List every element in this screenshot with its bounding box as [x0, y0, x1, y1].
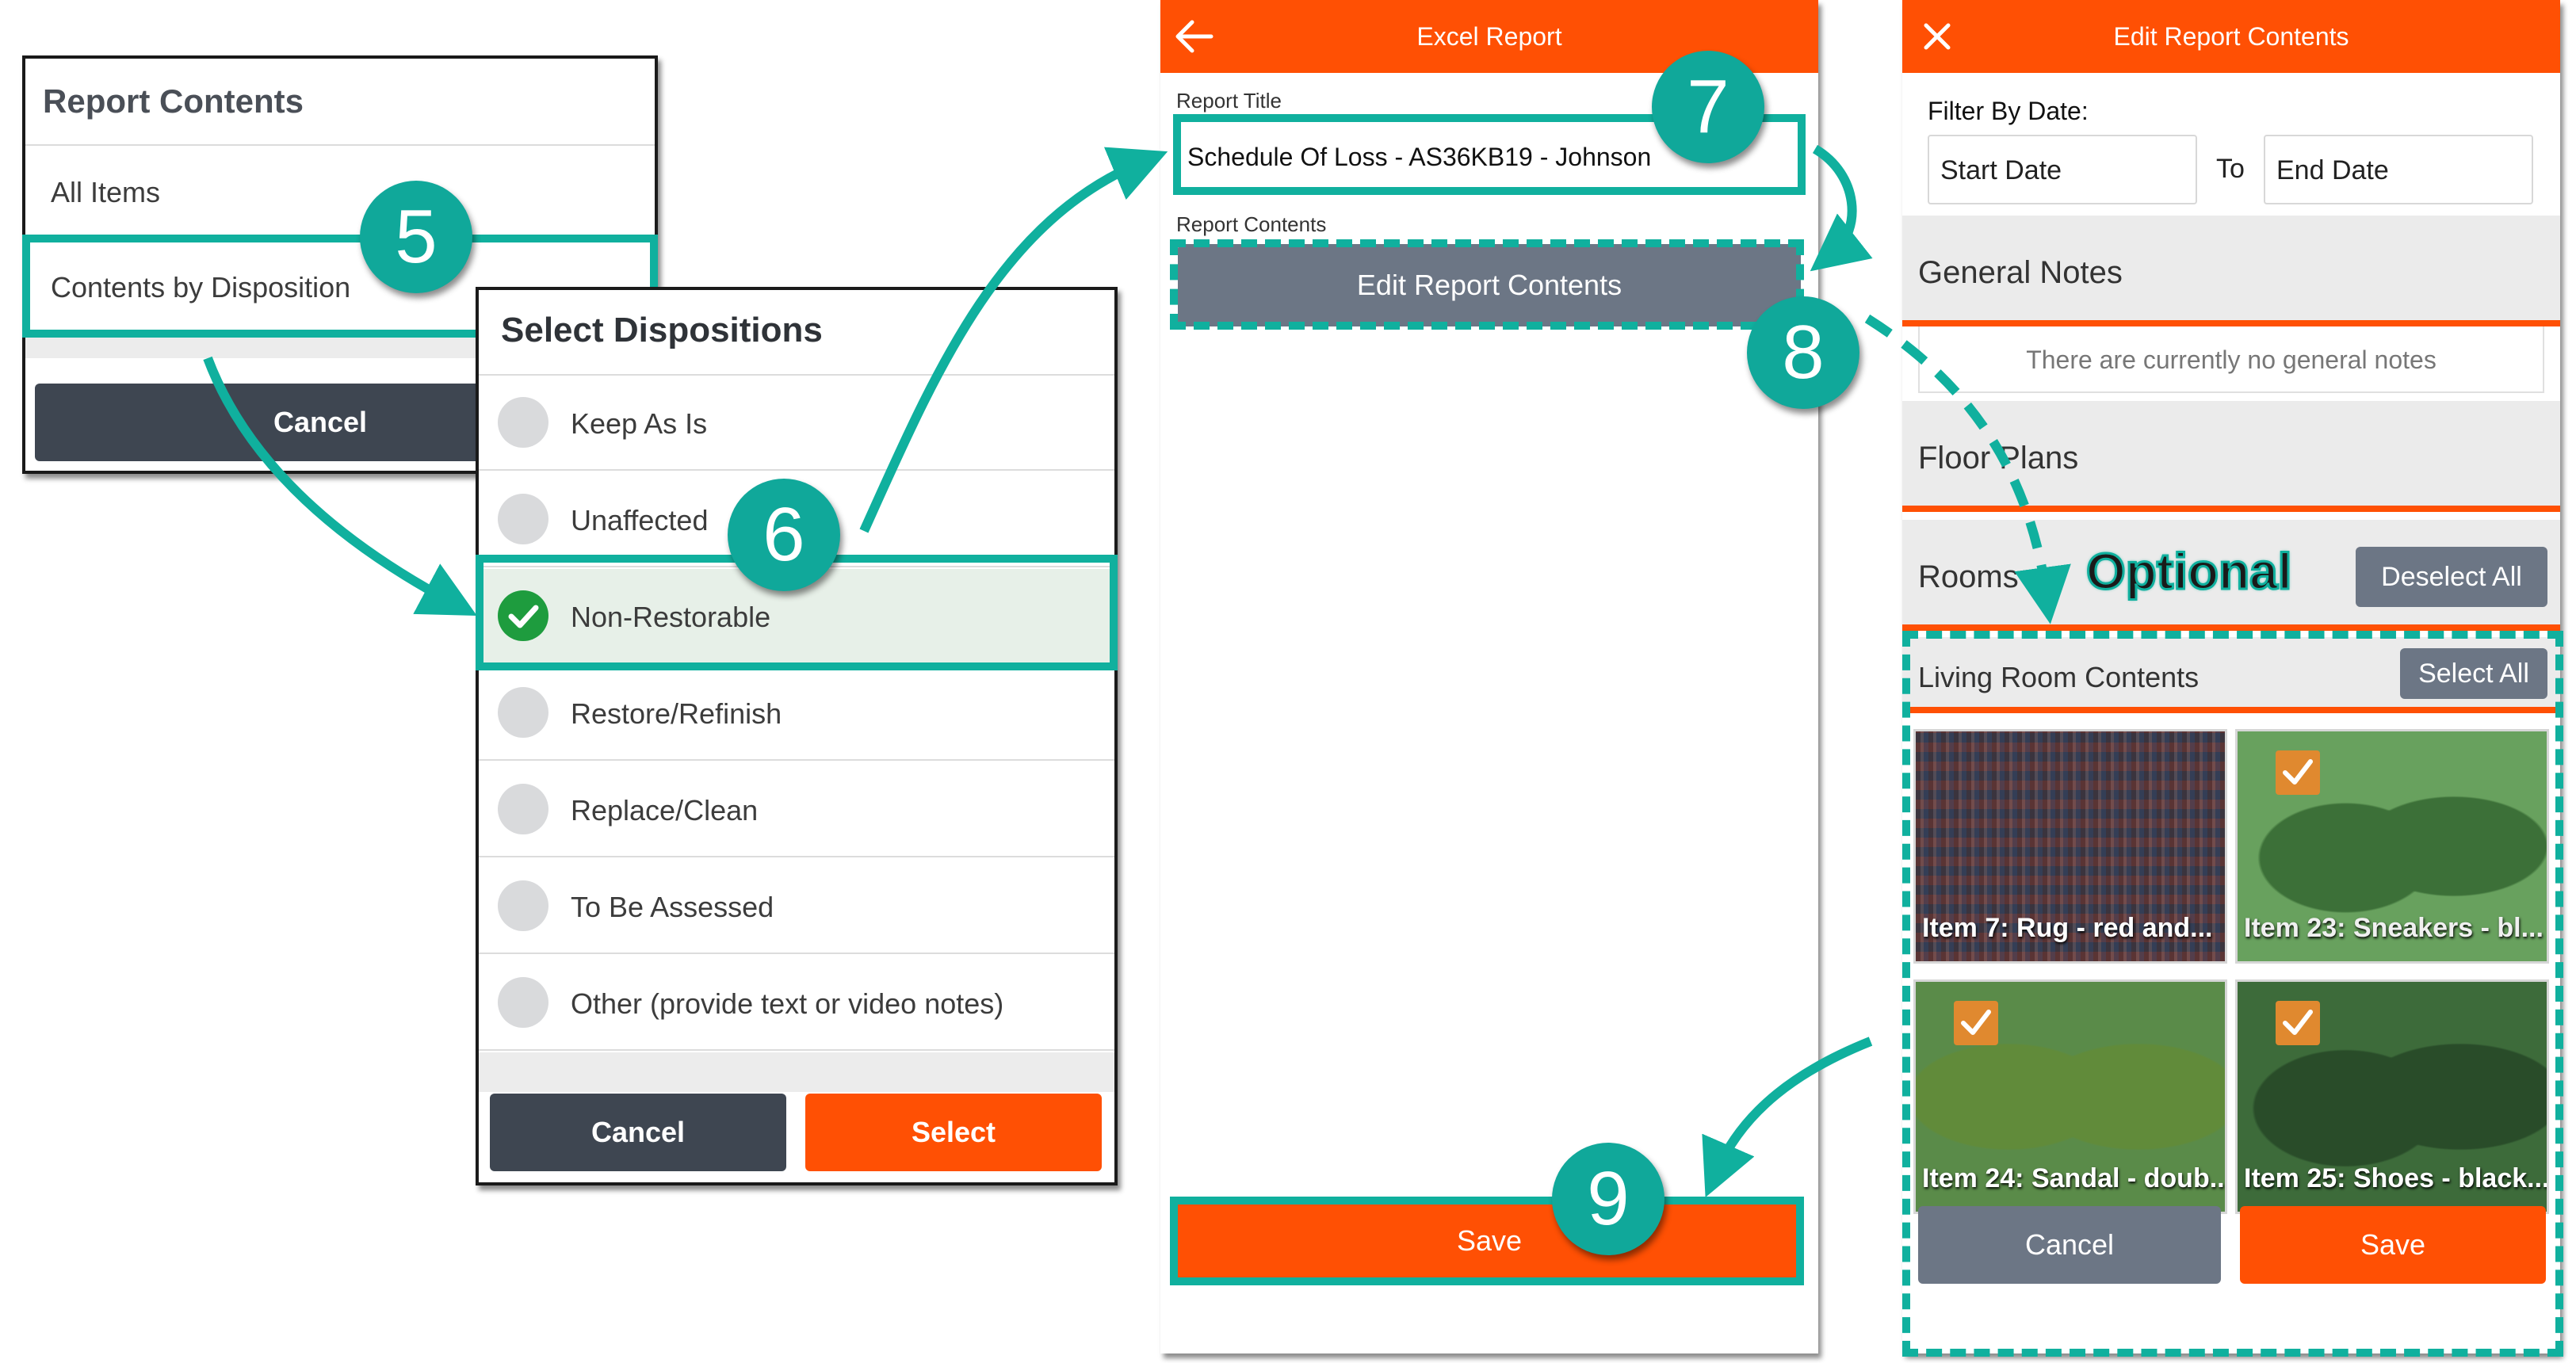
option-label: Restore/Refinish: [571, 697, 782, 730]
disposition-option[interactable]: Keep As Is: [479, 376, 1114, 471]
option-label: Contents by Disposition: [51, 271, 351, 304]
item-caption: Item 23: Sneakers - bl...: [2244, 913, 2544, 943]
item-caption: Item 24: Sandal - doub...: [1922, 1163, 2227, 1193]
radio-icon: [498, 397, 548, 448]
to-label: To: [2216, 154, 2245, 184]
highlight-save: [1170, 1197, 1804, 1285]
floor-plans-section[interactable]: Floor Plans: [1902, 401, 2560, 512]
rooms-section: Rooms Optional Deselect All: [1902, 520, 2560, 631]
item-tile-selected[interactable]: Item 24: Sandal - doub...: [1913, 979, 2227, 1214]
arrow-7-to-8: [1810, 144, 1873, 272]
report-title-value: Schedule Of Loss - AS36KB19 - Johnson: [1187, 143, 1652, 171]
step-6-badge: 6: [728, 479, 840, 591]
section-title: Floor Plans: [1918, 441, 2079, 475]
step-7-badge: 7: [1652, 51, 1764, 163]
cancel-button[interactable]: Cancel: [490, 1094, 786, 1171]
disposition-option[interactable]: Replace/Clean: [479, 762, 1114, 857]
option-all-items[interactable]: All Items: [25, 146, 655, 239]
option-label: Keep As Is: [571, 407, 708, 440]
end-date-input[interactable]: End Date: [2264, 135, 2533, 204]
disposition-option-selected[interactable]: Non-Restorable: [479, 569, 1114, 664]
section-title: General Notes: [1918, 255, 2123, 290]
item-tile-selected[interactable]: Item 25: Shoes - black...: [2235, 979, 2549, 1214]
living-room-section: Living Room Contents Select All: [1902, 637, 2560, 713]
step-5-badge: 5: [360, 181, 472, 293]
report-contents-label: Report Contents: [1176, 212, 1327, 236]
save-button[interactable]: Save: [2240, 1206, 2546, 1284]
report-title-input[interactable]: Schedule Of Loss - AS36KB19 - Johnson: [1179, 119, 1798, 190]
option-contents-by-disposition[interactable]: Contents by Disposition: [25, 241, 655, 334]
app-header: Edit Report Contents: [1902, 0, 2560, 73]
start-date-input[interactable]: Start Date: [1928, 135, 2197, 204]
radio-icon: [498, 687, 548, 738]
edit-report-contents-button[interactable]: Edit Report Contents: [1178, 244, 1801, 326]
radio-icon: [498, 784, 548, 834]
excel-report-screen: Excel Report Report Title Schedule Of Lo…: [1160, 0, 1818, 1353]
general-notes-section[interactable]: General Notes: [1902, 216, 2560, 326]
checkbox-checked-icon[interactable]: [2276, 750, 2320, 795]
radio-icon: [498, 494, 548, 544]
option-label: Replace/Clean: [571, 794, 759, 827]
filter-label: Filter By Date:: [1928, 97, 2089, 125]
radio-icon: [498, 977, 548, 1028]
disposition-option[interactable]: Other (provide text or video notes): [479, 956, 1114, 1051]
check-circle-icon: [498, 590, 548, 641]
option-label: Unaffected: [571, 504, 709, 536]
cancel-button[interactable]: Cancel: [1918, 1206, 2221, 1284]
select-dispositions-dialog: Select Dispositions Keep As Is Unaffecte…: [476, 287, 1118, 1185]
empty-state-text: There are currently no general notes: [2026, 346, 2436, 374]
dialog-title: Select Dispositions: [501, 311, 823, 349]
edit-report-contents-screen: Edit Report Contents Filter By Date: Sta…: [1902, 0, 2560, 1353]
step-8-badge: 8: [1747, 296, 1859, 409]
report-title-label: Report Title: [1176, 89, 1282, 113]
close-icon[interactable]: [1921, 21, 1953, 52]
radio-icon: [498, 880, 548, 931]
select-button[interactable]: Select: [805, 1094, 1102, 1171]
back-arrow-icon[interactable]: [1171, 16, 1216, 57]
option-label: Non-Restorable: [571, 601, 771, 633]
option-label: All Items: [51, 176, 161, 208]
header-title: Edit Report Contents: [2113, 22, 2349, 51]
section-title: Living Room Contents: [1918, 661, 2200, 693]
disposition-option[interactable]: Restore/Refinish: [479, 666, 1114, 761]
option-label: Other (provide text or video notes): [571, 987, 1004, 1020]
checkbox-checked-icon[interactable]: [1954, 1001, 1998, 1045]
header-title: Excel Report: [1416, 22, 1562, 51]
optional-annotation: Optional: [2085, 542, 2294, 601]
highlight-contents-by-disposition: [22, 235, 658, 338]
step-9-badge: 9: [1552, 1143, 1664, 1255]
item-tile[interactable]: Item 7: Rug - red and...: [1913, 729, 2227, 964]
save-button[interactable]: Save: [1178, 1201, 1801, 1281]
option-label: To Be Assessed: [571, 891, 774, 923]
highlight-edit-report-contents: [1170, 239, 1804, 330]
item-tile-selected[interactable]: Item 23: Sneakers - bl...: [2235, 729, 2549, 964]
deselect-all-button[interactable]: Deselect All: [2356, 547, 2547, 607]
disposition-option[interactable]: To Be Assessed: [479, 859, 1114, 954]
highlight-report-title: [1173, 114, 1806, 195]
item-caption: Item 25: Shoes - black...: [2244, 1163, 2549, 1193]
item-caption: Item 7: Rug - red and...: [1922, 913, 2213, 943]
no-notes-message: There are currently no general notes: [1918, 326, 2544, 393]
start-date-placeholder: Start Date: [1940, 155, 2062, 185]
select-all-button[interactable]: Select All: [2400, 648, 2547, 699]
highlight-living-room-contents: [1902, 631, 2563, 1357]
dialog-title: Report Contents: [43, 82, 304, 120]
section-title: Rooms: [1918, 559, 2019, 594]
end-date-placeholder: End Date: [2276, 155, 2389, 185]
checkbox-checked-icon[interactable]: [2276, 1001, 2320, 1045]
